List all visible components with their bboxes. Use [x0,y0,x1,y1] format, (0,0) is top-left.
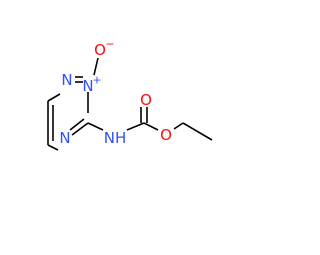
bond-oester-ch2 [173,122,184,130]
bond-nh-ccarbonyl [126,122,145,131]
atom-n2-label: N [82,77,93,95]
atom-n2-charge: + [92,74,101,87]
bond-c6-n1 [47,93,61,102]
bond-ch2-ch3 [182,122,213,141]
bond-ccarbonyl-oester [143,122,159,131]
atom-n1-label: N [61,71,72,89]
bond-n2-o [93,57,99,76]
structure-diagram: N N + O − N NH O O [47,37,213,151]
molecule-drawing: N N + O − N NH O O [47,38,213,151]
atom-nh-label: NH [104,129,127,147]
atom-n4-label: N [59,129,70,147]
bond-n4-c5 [47,144,59,151]
atom-o-oxide-label: O [94,41,106,59]
atom-o-oxide-charge: − [105,38,114,51]
atom-o-ester-label: O [160,126,172,144]
bond-c3-n4-double [69,118,85,131]
bond-c3-nh [87,122,104,131]
bond-c3-n4 [71,122,89,136]
atom-o-carbonyl-label: O [140,91,152,109]
